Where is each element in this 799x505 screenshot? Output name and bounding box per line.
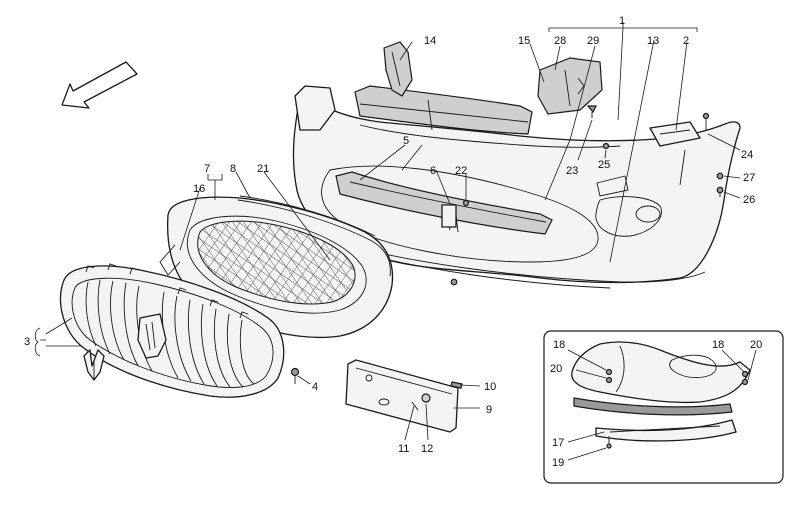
grille-seal xyxy=(237,195,391,277)
callout-13: 13 xyxy=(647,35,659,47)
inset-callout-19: 19 xyxy=(552,457,564,469)
callout-22: 22 xyxy=(455,165,467,177)
callout-23: 23 xyxy=(566,165,578,177)
inset-callout-17: 17 xyxy=(552,437,564,449)
callout-11: 11 xyxy=(398,443,409,455)
callout-14: 14 xyxy=(424,35,436,47)
callout-9: 9 xyxy=(486,404,492,416)
callout-25: 25 xyxy=(598,159,610,171)
screw-4 xyxy=(290,367,300,384)
bolt-10 xyxy=(450,381,463,389)
grille-mesh xyxy=(197,220,356,305)
callout-12: 12 xyxy=(421,443,433,455)
callout-labels: 1 2 13 14 15 28 29 5 6 22 23 25 24 27 26… xyxy=(24,15,755,455)
callout-27: 27 xyxy=(743,172,755,184)
callout-8: 8 xyxy=(230,163,236,175)
trident-badge xyxy=(137,313,167,359)
inset-callout-20b: 20 xyxy=(750,339,762,351)
callout-24: 24 xyxy=(741,149,753,161)
trident-emblem xyxy=(83,349,105,381)
callout-15: 15 xyxy=(518,35,530,47)
callout-21: 21 xyxy=(257,163,269,175)
inset-callout-18a: 18 xyxy=(553,339,565,351)
callout-29: 29 xyxy=(587,35,599,47)
callout-5: 5 xyxy=(403,135,409,147)
upper-crossmember xyxy=(354,85,533,135)
callout-6: 6 xyxy=(430,165,436,177)
air-duct-left xyxy=(383,41,413,97)
callout-26: 26 xyxy=(743,194,755,206)
bumper-shell xyxy=(292,85,741,289)
leader-lines xyxy=(34,27,741,441)
fasteners-right xyxy=(450,105,724,286)
inset-detail: 18 20 18 20 17 19 xyxy=(543,330,784,484)
inset-callout-20a: 20 xyxy=(550,363,562,375)
callout-7: 7 xyxy=(204,163,210,175)
callout-2: 2 xyxy=(683,35,689,47)
callout-3: 3 xyxy=(24,336,30,348)
air-duct-right xyxy=(537,57,603,115)
callout-1: 1 xyxy=(619,15,625,27)
callout-4: 4 xyxy=(312,381,318,393)
lower-crossmember xyxy=(335,171,553,235)
license-plate-holder xyxy=(345,359,459,433)
callout-28: 28 xyxy=(554,35,566,47)
front-direction-arrow-icon xyxy=(61,61,138,109)
inset-callout-18b: 18 xyxy=(712,339,724,351)
callout-10: 10 xyxy=(484,381,496,393)
callout-16: 16 xyxy=(193,183,205,195)
